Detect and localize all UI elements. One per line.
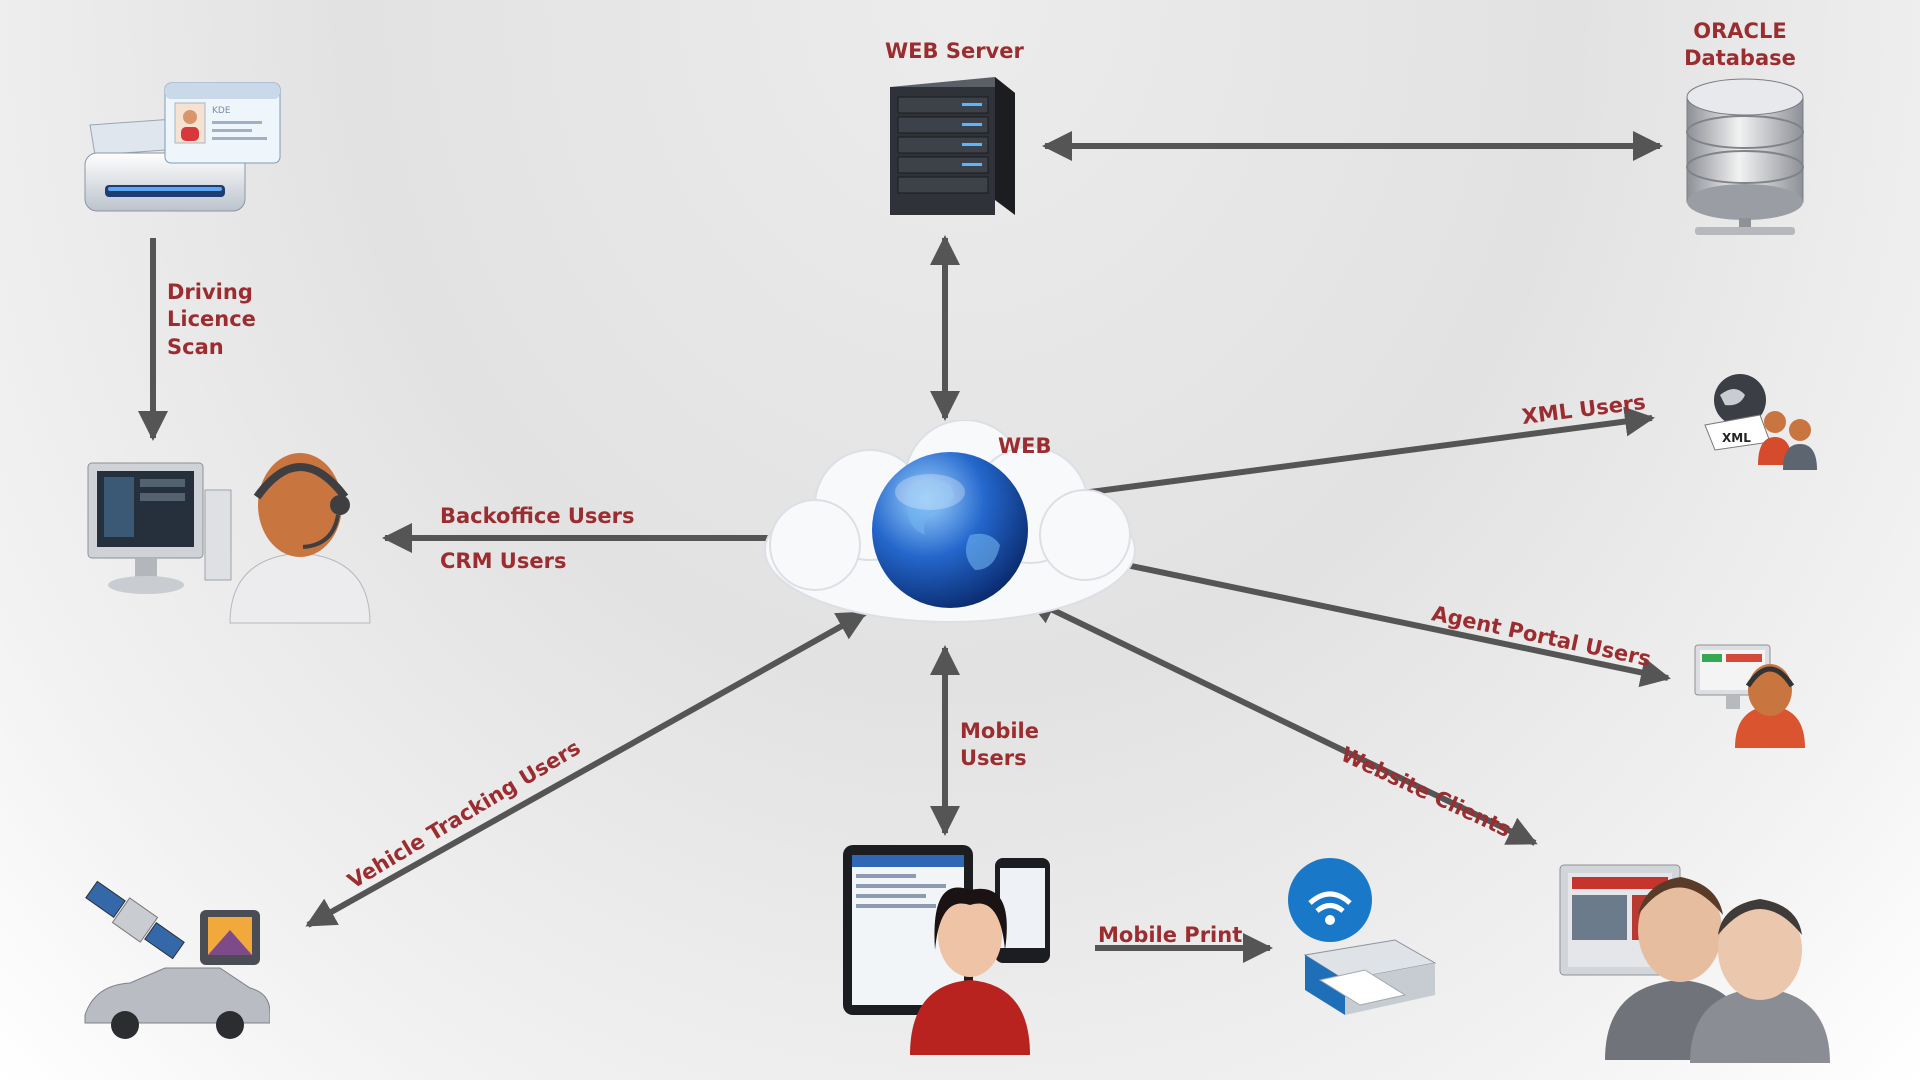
label-mobile-users: Mobile Users [960, 719, 1039, 771]
agent-portal-icon [1690, 640, 1810, 750]
xml-badge-text: XML [1722, 431, 1751, 445]
mobile-user-icon [840, 840, 1070, 1055]
label-crm-users: CRM Users [440, 549, 567, 573]
label-backoffice-users: Backoffice Users [440, 504, 635, 528]
label-oracle-database: ORACLE Database [1684, 19, 1796, 71]
label-mobile-print: Mobile Print [1098, 923, 1243, 947]
kde-card-text: KDE [212, 106, 231, 116]
xml-users-icon: XML [1700, 370, 1820, 470]
label-driving-licence-scan: Driving Licence Scan [167, 280, 256, 359]
wifi-printer-icon [1275, 855, 1450, 1030]
arrow-xml-web [1042, 406, 1655, 510]
arrow-website-web [1025, 595, 1538, 846]
id-card-scanner-icon: KDE [80, 75, 295, 225]
server-tower-icon [880, 75, 1030, 230]
operator-desk-icon [80, 445, 380, 625]
database-icon [1675, 75, 1815, 240]
globe-cloud-icon [755, 419, 1145, 635]
arrow-vehicle-web [305, 610, 868, 928]
label-web: WEB [998, 434, 1052, 458]
vehicle-tracking-icon [80, 875, 271, 1050]
website-clients-icon [1550, 855, 1840, 1065]
label-web-server: WEB Server [885, 39, 1024, 63]
